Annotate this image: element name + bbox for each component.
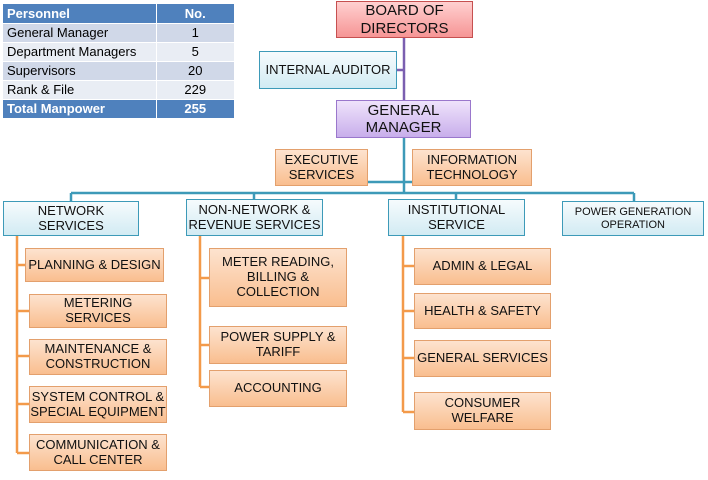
admin-legal-label: ADMIN & LEGAL [432,258,533,274]
internal-auditor-box: INTERNAL AUDITOR [259,51,397,89]
accounting-label: ACCOUNTING [234,380,322,396]
nonnetwork-title-line-2: REVENUE SERVICES [188,216,321,232]
table-cell-value: 5 [155,42,234,62]
table-total-row: Total Manpower 255 [3,99,234,119]
communication-call-center-box: COMMUNICATION &CALL CENTER [29,434,167,471]
table-row: Department Managers 5 [3,42,234,62]
table-cell-label: General Manager [3,23,156,43]
meter-reading-line-2: BILLING & [246,269,310,285]
table-row: General Manager 1 [3,23,234,43]
maintenance-line-2: CONSTRUCTION [45,356,151,371]
power-supply-line-2: TARIFF [255,344,301,359]
board-line-1: BOARD OF [365,2,444,20]
table-cell-value: 20 [155,61,234,81]
metering-services-box: METERING SERVICES [29,294,167,328]
consumer-welfare-line-1: CONSUMER [444,395,521,411]
communication-line-1: COMMUNICATION & [36,436,160,452]
executive-line-2: SERVICES [288,166,355,182]
admin-legal-box: ADMIN & LEGAL [414,248,551,285]
accounting-box: ACCOUNTING [209,370,347,407]
consumer-welfare-line-2: WELFARE [451,410,514,425]
table-cell-value: 229 [155,80,234,100]
table-row: Rank & File 229 [3,80,234,100]
communication-line-2: CALL CENTER [53,451,143,467]
it-line-1: INFORMATION [426,151,517,167]
meter-reading-line-1: METER READING, [222,254,334,270]
table-row: Supervisors 20 [3,61,234,81]
power-line-2: OPERATION [601,218,665,231]
system-control-box: SYSTEM CONTROL &SPECIAL EQUIPMENT [29,386,167,423]
table-cell-value: 1 [155,23,234,43]
table-cell-label: Rank & File [3,80,156,100]
gm-line-1: GENERAL [367,101,440,119]
table-cell-label: Department Managers [3,42,156,62]
maintenance-construction-box: MAINTENANCE &CONSTRUCTION [29,339,167,375]
metering-services-label: METERING SERVICES [63,295,133,325]
planning-design-label: PLANNING & DESIGN [28,256,161,272]
meter-reading-billing-box: METER READING,BILLING &COLLECTION [209,248,347,307]
system-control-line-2: SPECIAL EQUIPMENT [30,403,166,419]
nonnetwork-title-line-1: NON-NETWORK & [198,201,311,217]
network-services-title: NETWORK SERVICES [37,202,105,233]
gm-line-2: MANAGER [365,119,442,136]
internal-auditor-label: INTERNAL AUDITOR [265,61,391,77]
system-control-line-1: SYSTEM CONTROL & [31,388,165,404]
maintenance-line-1: MAINTENANCE & [44,341,152,357]
network-services-box: NETWORK SERVICES [3,201,139,236]
table-total-value: 255 [155,99,234,119]
table-header-number: No. [155,4,234,24]
table-header-personnel: Personnel [3,4,156,24]
health-safety-box: HEALTH & SAFETY [414,293,551,329]
power-supply-tariff-box: POWER SUPPLY &TARIFF [209,326,347,364]
manpower-table: Personnel No. General Manager 1 Departme… [3,4,234,119]
meter-reading-line-3: COLLECTION [236,283,320,299]
institutional-title-line-2: SERVICE [428,216,485,232]
planning-design-box: PLANNING & DESIGN [25,248,164,282]
table-cell-label: Supervisors [3,61,156,81]
executive-line-1: EXECUTIVE [284,151,359,167]
table-total-label: Total Manpower [3,99,156,119]
institutional-title-line-1: INSTITUTIONAL [407,201,506,217]
it-line-2: TECHNOLOGY [426,166,518,182]
power-supply-line-1: POWER SUPPLY & [220,329,336,345]
power-line-1: POWER GENERATION [574,205,692,218]
board-line-2: DIRECTORS [360,19,449,37]
non-network-revenue-box: NON-NETWORK &REVENUE SERVICES [186,199,323,236]
general-services-box: GENERAL SERVICES [414,340,551,377]
general-services-label: GENERAL SERVICES [417,350,548,366]
health-safety-label: HEALTH & SAFETY [424,302,541,318]
